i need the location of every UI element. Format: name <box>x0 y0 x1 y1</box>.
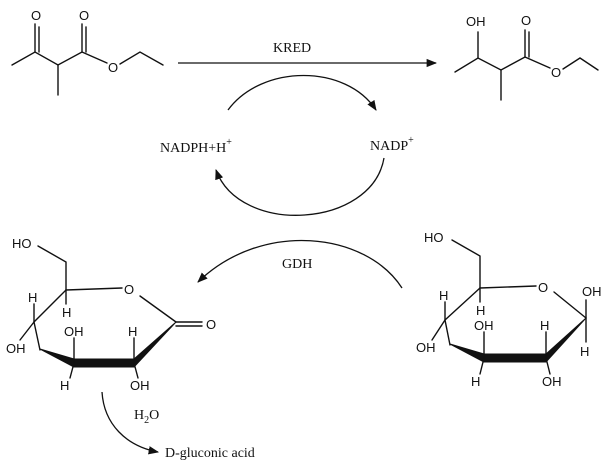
glucose-h-c1: H <box>580 344 589 359</box>
lactone-oh-c4: OH <box>6 341 26 356</box>
lactone-bold-bond-right <box>133 321 177 368</box>
enzyme-gdh-label: GDH <box>282 257 312 272</box>
glucose-h-c4: H <box>439 288 448 303</box>
lactone-bold-bond-bottom <box>73 358 135 368</box>
lactone-oh-c3: OH <box>64 324 84 339</box>
lactone-h-c3: H <box>60 378 69 393</box>
lactone-h-c5: H <box>62 305 71 320</box>
enzyme-kred-label: KRED <box>273 41 311 56</box>
gdh-reaction-arc <box>197 239 403 289</box>
lactone-oh-c2: OH <box>130 378 150 393</box>
glucose-oh-c4: OH <box>416 340 436 355</box>
glucose-bold-bond-left <box>449 343 485 363</box>
product-hydroxyl: OH <box>466 14 486 29</box>
glucose-oh-c3: OH <box>474 318 494 333</box>
glucose-oh-c2: OH <box>542 374 562 389</box>
glucose-molecule: HO O OH H H OH OH H H OH H <box>416 230 601 389</box>
substrate-carbonyl-oxygen: O <box>79 8 89 23</box>
lactone-ch2oh: HO <box>12 236 32 251</box>
glucose-anomeric-oh: OH <box>582 284 601 299</box>
product-molecule: OH O O <box>454 13 599 101</box>
nadp-to-nadph-arc <box>215 157 385 216</box>
substrate-molecule: O O O <box>11 8 164 96</box>
water-label: H2O <box>134 408 159 426</box>
lactone-ring-oxygen: O <box>124 282 134 297</box>
substrate-ester-oxygen: O <box>108 60 118 75</box>
glucose-h-c5: H <box>476 303 485 318</box>
glucose-ch2oh: HO <box>424 230 444 245</box>
lactone-bold-bond-left <box>39 348 75 368</box>
lactone-carbonyl-oxygen: O <box>206 317 216 332</box>
nadph-to-nadp-arc <box>227 75 377 111</box>
cofactor-nadp-label: NADP+ <box>370 135 414 154</box>
glucose-bold-bond-bottom <box>483 353 547 363</box>
gluconic-acid-label: D-gluconic acid <box>165 446 255 461</box>
cofactor-nadph-label: NADPH+H+ <box>160 137 232 156</box>
lactone-h-c4: H <box>28 290 37 305</box>
product-ester-oxygen: O <box>551 65 561 80</box>
substrate-ketone-oxygen: O <box>31 8 41 23</box>
gluconolactone-molecule: HO O O H H OH OH H H OH <box>6 236 216 393</box>
hydrolysis-arrow <box>101 391 160 455</box>
glucose-ring-oxygen: O <box>538 280 548 295</box>
glucose-h-c3: H <box>471 374 480 389</box>
lactone-h-c2: H <box>128 324 137 339</box>
glucose-h-c2: H <box>540 318 549 333</box>
product-carbonyl-oxygen: O <box>521 13 531 28</box>
